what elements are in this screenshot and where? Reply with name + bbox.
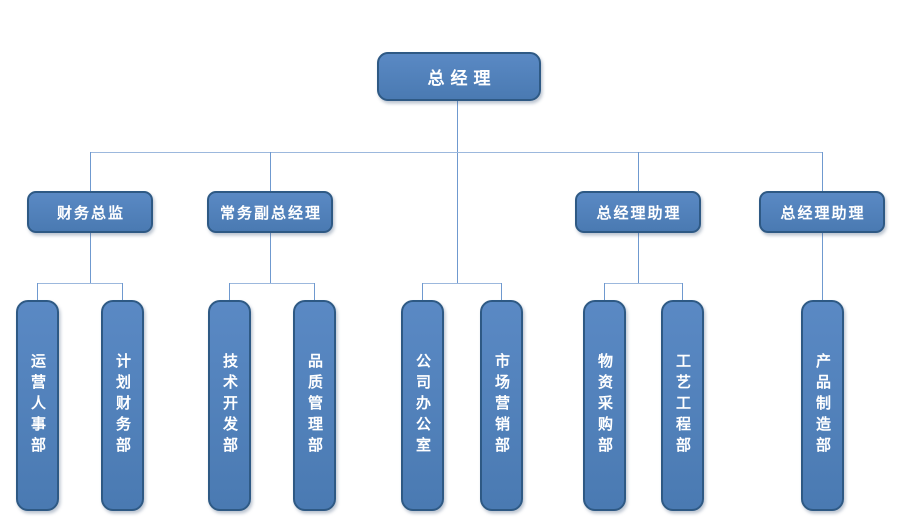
connector-line: [90, 233, 91, 283]
node-label: 总经理: [427, 69, 497, 89]
node-material-purchasing-dept: 物资采购部: [583, 300, 626, 511]
node-gm-assistant-1: 总经理助理: [575, 191, 701, 233]
node-company-office: 公司办公室: [401, 300, 444, 511]
node-finance-director: 财务总监: [27, 191, 153, 233]
node-label: 公司办公室: [414, 353, 432, 458]
node-label: 运营人事部: [29, 353, 47, 458]
node-general-manager: 总经理: [377, 52, 541, 101]
node-executive-deputy-gm: 常务副总经理: [207, 191, 333, 233]
node-gm-assistant-2: 总经理助理: [759, 191, 885, 233]
connector-line: [37, 283, 122, 284]
node-label: 工艺工程部: [674, 353, 692, 458]
connector-line: [682, 283, 683, 300]
connector-line: [90, 152, 822, 153]
node-marketing-dept: 市场营销部: [480, 300, 523, 511]
connector-line: [457, 101, 458, 283]
node-product-manufacturing-dept: 产品制造部: [801, 300, 844, 511]
connector-line: [314, 283, 315, 300]
connector-line: [90, 152, 91, 191]
node-label: 财务总监: [56, 203, 125, 222]
node-label: 物资采购部: [596, 353, 614, 458]
node-label: 品质管理部: [306, 353, 324, 458]
node-label: 总经理助理: [780, 203, 866, 222]
connector-line: [822, 152, 823, 191]
connector-line: [270, 152, 271, 191]
node-label: 计划财务部: [114, 353, 132, 458]
node-label: 产品制造部: [814, 353, 832, 458]
connector-line: [422, 283, 423, 300]
connector-line: [122, 283, 123, 300]
connector-line: [604, 283, 682, 284]
node-label: 总经理助理: [596, 203, 682, 222]
node-tech-development-dept: 技术开发部: [208, 300, 251, 511]
connector-line: [229, 283, 314, 284]
connector-line: [638, 152, 639, 191]
connector-line: [604, 283, 605, 300]
connector-line: [638, 233, 639, 283]
connector-line: [501, 283, 502, 300]
node-operations-hr-dept: 运营人事部: [16, 300, 59, 511]
node-label: 常务副总经理: [219, 203, 322, 222]
connector-line: [422, 283, 501, 284]
node-process-engineering-dept: 工艺工程部: [661, 300, 704, 511]
node-planning-finance-dept: 计划财务部: [101, 300, 144, 511]
node-quality-management-dept: 品质管理部: [293, 300, 336, 511]
connector-line: [37, 283, 38, 300]
node-label: 市场营销部: [493, 353, 511, 458]
connector-line: [822, 233, 823, 300]
connector-line: [229, 283, 230, 300]
node-label: 技术开发部: [221, 353, 239, 458]
connector-line: [270, 233, 271, 283]
